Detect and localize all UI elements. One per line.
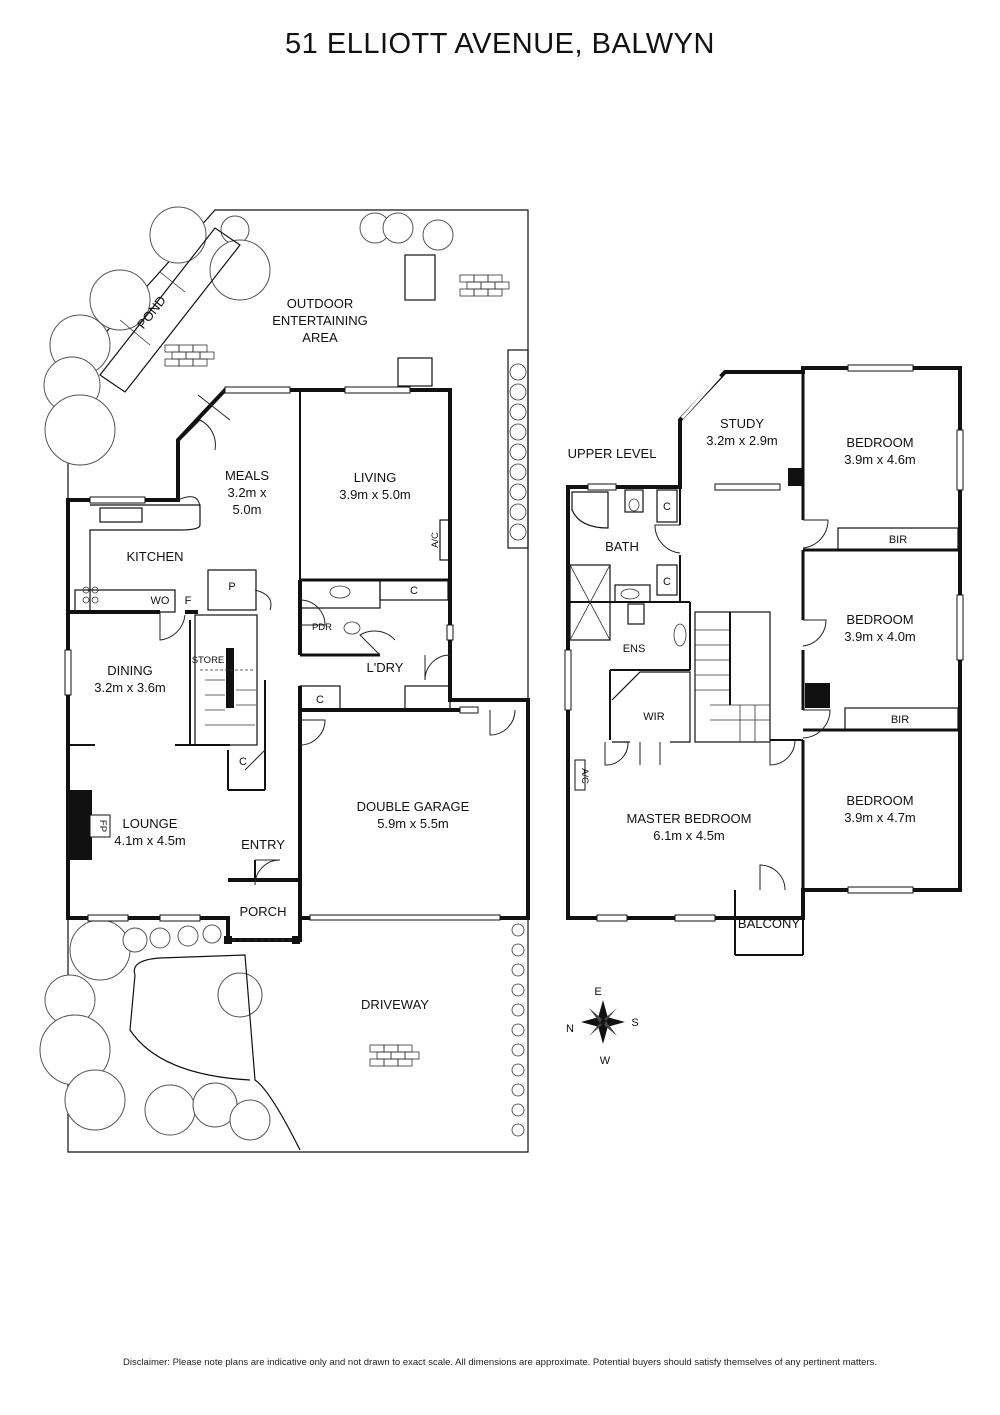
- garden-trees: [39, 206, 454, 1141]
- upper-windows: [564, 364, 964, 922]
- laundry-fixtures: [299, 519, 451, 711]
- master-bedroom-label: MASTER BEDROOM: [627, 811, 752, 826]
- bedroom-1-dim: 3.9m x 4.6m: [844, 452, 916, 467]
- upper-floor-plan: UPPER LEVEL STUDY 3.2m x 2.9m BEDROOM 3.…: [564, 364, 964, 956]
- hedge: [507, 349, 529, 1137]
- compass-s: S: [631, 1017, 638, 1029]
- brick-pattern: [164, 274, 510, 1067]
- ground-labels: OUTDOOR ENTERTAINING AREA POND MEALS 3.2…: [94, 293, 469, 1012]
- kitchen-benches: [74, 504, 257, 613]
- bir-1: [837, 527, 959, 551]
- windows: [64, 386, 501, 944]
- planter: [397, 357, 433, 387]
- doors: [159, 394, 516, 886]
- ac-label: A/C: [430, 532, 441, 548]
- garage-label: DOUBLE GARAGE: [357, 799, 470, 814]
- upper-cupboard-2: C: [663, 576, 671, 588]
- bir-label-2: BIR: [891, 714, 909, 726]
- cupboard-label-1: C: [410, 585, 418, 597]
- meals-label: MEALS: [225, 468, 269, 483]
- outdoor-label-3: AREA: [302, 330, 338, 345]
- outdoor-label-1: OUTDOOR: [287, 296, 353, 311]
- upper-ac-label: A/C: [579, 768, 590, 784]
- pdr-label: PDR: [312, 622, 332, 633]
- wir-outline: [611, 671, 691, 743]
- upper-labels: UPPER LEVEL STUDY 3.2m x 2.9m BEDROOM 3.…: [568, 416, 916, 931]
- kitchen-label: KITCHEN: [126, 549, 183, 564]
- garage-dim: 5.9m x 5.5m: [377, 816, 449, 831]
- bedroom-1-label: BEDROOM: [846, 435, 913, 450]
- cupboard-label-2: C: [316, 694, 324, 706]
- page-title: 51 ELLIOTT AVENUE, BALWYN: [285, 28, 715, 60]
- ground-floor-plan: OUTDOOR ENTERTAINING AREA POND MEALS 3.2…: [39, 206, 530, 1153]
- bedroom-2-dim: 3.9m x 4.0m: [844, 629, 916, 644]
- compass-rose: E W N S: [566, 986, 639, 1067]
- wo-label: WO: [151, 595, 170, 607]
- planter: [404, 254, 436, 301]
- pond: [99, 227, 241, 393]
- lounge-dim: 4.1m x 4.5m: [114, 833, 186, 848]
- bir-label-1: BIR: [889, 534, 907, 546]
- balcony-label: BALCONY: [738, 916, 800, 931]
- master-bedroom-dim: 6.1m x 4.5m: [653, 828, 725, 843]
- meals-dim-1: 3.2m x: [227, 485, 267, 500]
- wir-label: WIR: [643, 711, 664, 723]
- ensuite-label: ENS: [623, 643, 646, 655]
- living-label: LIVING: [354, 470, 397, 485]
- bath-fixtures: [569, 489, 687, 647]
- porch-label: PORCH: [240, 904, 287, 919]
- house-outline: [66, 388, 530, 942]
- chimney-block: [788, 468, 803, 486]
- upper-level-label: UPPER LEVEL: [568, 446, 657, 461]
- store-label: STORE: [192, 655, 225, 666]
- driveway-label: DRIVEWAY: [361, 997, 429, 1012]
- garden-bed: [129, 954, 301, 1151]
- outdoor-label-2: ENTERTAINING: [272, 313, 368, 328]
- disclaimer: Disclaimer: Please note plans are indica…: [122, 1357, 878, 1368]
- study-dim: 3.2m x 2.9m: [706, 433, 778, 448]
- living-dim: 3.9m x 5.0m: [339, 487, 411, 502]
- dining-dim: 3.2m x 3.6m: [94, 680, 166, 695]
- compass-e: E: [594, 986, 601, 998]
- pantry-label: P: [228, 581, 235, 593]
- bedroom-3-label: BEDROOM: [846, 793, 913, 808]
- bath-label: BATH: [605, 539, 639, 554]
- fridge-label: F: [185, 595, 192, 607]
- compass-n: N: [566, 1023, 574, 1035]
- dining-label: DINING: [107, 663, 153, 678]
- stairs: [194, 614, 258, 746]
- upper-stairs: [694, 611, 771, 743]
- upper-cupboard-1: C: [663, 501, 671, 513]
- bedroom-3-dim: 3.9m x 4.7m: [844, 810, 916, 825]
- fireplace: [68, 790, 92, 860]
- study-label: STUDY: [720, 416, 764, 431]
- cupboard-label-3: C: [239, 756, 247, 768]
- upper-doors: [604, 519, 831, 891]
- compass-w: W: [600, 1055, 611, 1067]
- meals-dim-2: 5.0m: [233, 502, 262, 517]
- entry-label: ENTRY: [241, 837, 285, 852]
- bedroom-2-label: BEDROOM: [846, 612, 913, 627]
- bir-2: [844, 707, 959, 731]
- chimney-block: [805, 683, 830, 708]
- fireplace-label: FP: [97, 820, 108, 832]
- lounge-label: LOUNGE: [123, 816, 178, 831]
- laundry-label: L'DRY: [367, 660, 404, 675]
